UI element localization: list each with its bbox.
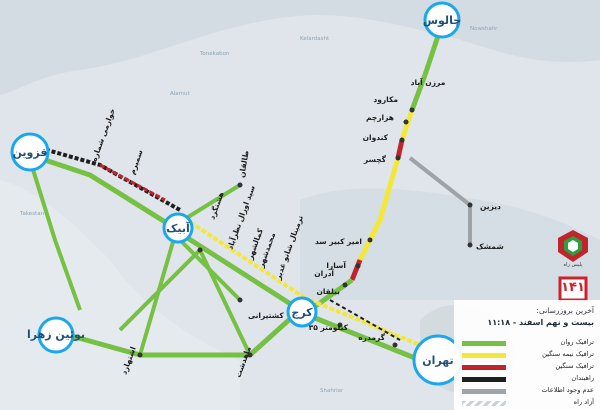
town-label: گرمدره (358, 333, 385, 342)
node-makarud (409, 107, 415, 113)
city-circle (162, 212, 194, 244)
town-label: شمشک (476, 242, 504, 251)
legend-item-label: ترافیک روان (560, 338, 595, 346)
legend-title: آخرین بروزرسانی: (536, 306, 594, 315)
police-logo-icon (558, 230, 588, 262)
legend-item-jam: راهبندان (462, 374, 594, 384)
road-qazvin-heavy[interactable] (99, 163, 166, 202)
node-taleqan (237, 182, 243, 188)
bg-label: Alamut (170, 91, 191, 97)
legend-swatch-yellow (462, 353, 506, 358)
city-karaj[interactable]: کرج (286, 296, 318, 328)
city-label: بوئین زهرا (27, 328, 85, 341)
road-karaj-tehran-north[interactable] (309, 298, 421, 347)
road-taleqan[interactable] (178, 183, 242, 224)
town-label: دیزین (480, 202, 501, 211)
node-hezarcham (403, 119, 409, 125)
node-mahdasht (247, 352, 253, 358)
city-label: قزوین (13, 146, 48, 159)
legend-item-label: آزاد راه (573, 398, 594, 406)
road-qazvin-abyek-south[interactable] (29, 152, 172, 228)
node-35km (337, 322, 343, 328)
road-marzanabad[interactable] (409, 74, 428, 111)
bg-label: Shahriar (320, 388, 344, 394)
city-circle (37, 316, 75, 354)
legend-item-label: عدم وجود اطلاعات (541, 386, 594, 394)
city-buin-zahra[interactable]: بوئین زهرا (27, 316, 85, 354)
legend-updated: بیست و نهم اسفند - ۱۱:۱۸ (487, 318, 594, 327)
hotline-logo-text: ۱۴۱ (561, 280, 585, 295)
road-qazvin-buinzahra[interactable] (28, 159, 82, 311)
terrain-mountains-east (300, 188, 600, 300)
road-karaj-tehran-south[interactable] (299, 309, 421, 363)
town-label: آدران (314, 268, 334, 278)
road-abyek-karaj-south[interactable] (173, 227, 302, 313)
legend-item-label: راهبندان (571, 374, 594, 382)
node-gachsar (395, 155, 401, 161)
police-logo-text: پلیس راه (563, 262, 583, 268)
node-asara (355, 263, 361, 269)
bg-label: Takestan (19, 211, 45, 217)
legend-swatch-hatched (462, 401, 506, 406)
city-circle (10, 132, 50, 172)
legend-swatch-gray (462, 389, 506, 394)
city-label: تهران (422, 354, 453, 367)
road-gachsar-south[interactable] (357, 157, 401, 262)
city-abyek[interactable]: آبیک (162, 212, 194, 244)
city-chalus[interactable]: چالوس (423, 1, 461, 39)
node-dizin (467, 202, 473, 208)
road-abyek-mahdasht[interactable] (198, 249, 252, 356)
road-hezarcham[interactable] (399, 109, 415, 141)
road-kandovan[interactable] (395, 139, 405, 159)
road-asara[interactable] (349, 259, 363, 281)
bg-label: Nowshahr (470, 26, 498, 32)
node-garmdareh (392, 342, 398, 348)
city-circle (286, 296, 318, 328)
town-label: گچسر (363, 155, 387, 164)
road-abyek-karaj-north[interactable] (188, 220, 307, 300)
police-logo: پلیس راه (555, 228, 591, 268)
town-label: مرزن آباد (411, 77, 446, 87)
legend-item-freeway: آزاد راه (462, 398, 594, 408)
node-shemshak (467, 242, 473, 248)
node-eshtehard (137, 352, 143, 358)
legend-item-heavy: ترافیک سنگین (462, 362, 594, 372)
legend-swatch-black (462, 377, 506, 382)
bg-label: Kelardasht (300, 36, 330, 42)
town-label: بیلقان (316, 287, 340, 296)
town-label: امیر کبیر سد (315, 237, 362, 246)
node-bilqan (342, 282, 348, 288)
city-label: چالوس (423, 14, 461, 27)
legend-item-no-data: عدم وجود اطلاعات (462, 386, 594, 396)
legend-item-label: ترافیک نیمه سنگین (542, 350, 594, 358)
legend-swatch-green (462, 341, 506, 346)
town-label: کندوان (363, 133, 389, 142)
node-kamalshahr (237, 297, 243, 303)
town-label: هزارچم (366, 113, 394, 122)
town-label: ۳۵ کیلومتر (309, 323, 349, 332)
legend-panel: آخرین بروزرسانی: بیست و نهم اسفند - ۱۱:۱… (454, 300, 600, 410)
city-label: آبیک (166, 221, 190, 235)
road-hashtgerd-west[interactable] (118, 248, 202, 332)
legend-swatch-red (462, 365, 506, 370)
legend-item-smooth: ترافیک روان (462, 338, 594, 348)
road-nodes (137, 107, 473, 358)
city-tehran[interactable]: تهران (412, 334, 464, 386)
bg-label: Tonekabon (199, 51, 230, 57)
legend-item-semi-heavy: ترافیک نیمه سنگین (462, 350, 594, 360)
town-label: کشتیرانی (248, 311, 284, 320)
city-label: کرج (291, 306, 313, 320)
city-qazvin[interactable]: قزوین (10, 132, 50, 172)
town-label: آسارا (326, 260, 346, 270)
town-label: مکارود (373, 95, 398, 104)
legend-item-label: ترافیک سنگین (555, 362, 594, 370)
node-hashtgerd (197, 247, 203, 253)
node-kandovan (399, 137, 405, 143)
node-amirkabir (367, 237, 373, 243)
city-circle (423, 1, 461, 39)
